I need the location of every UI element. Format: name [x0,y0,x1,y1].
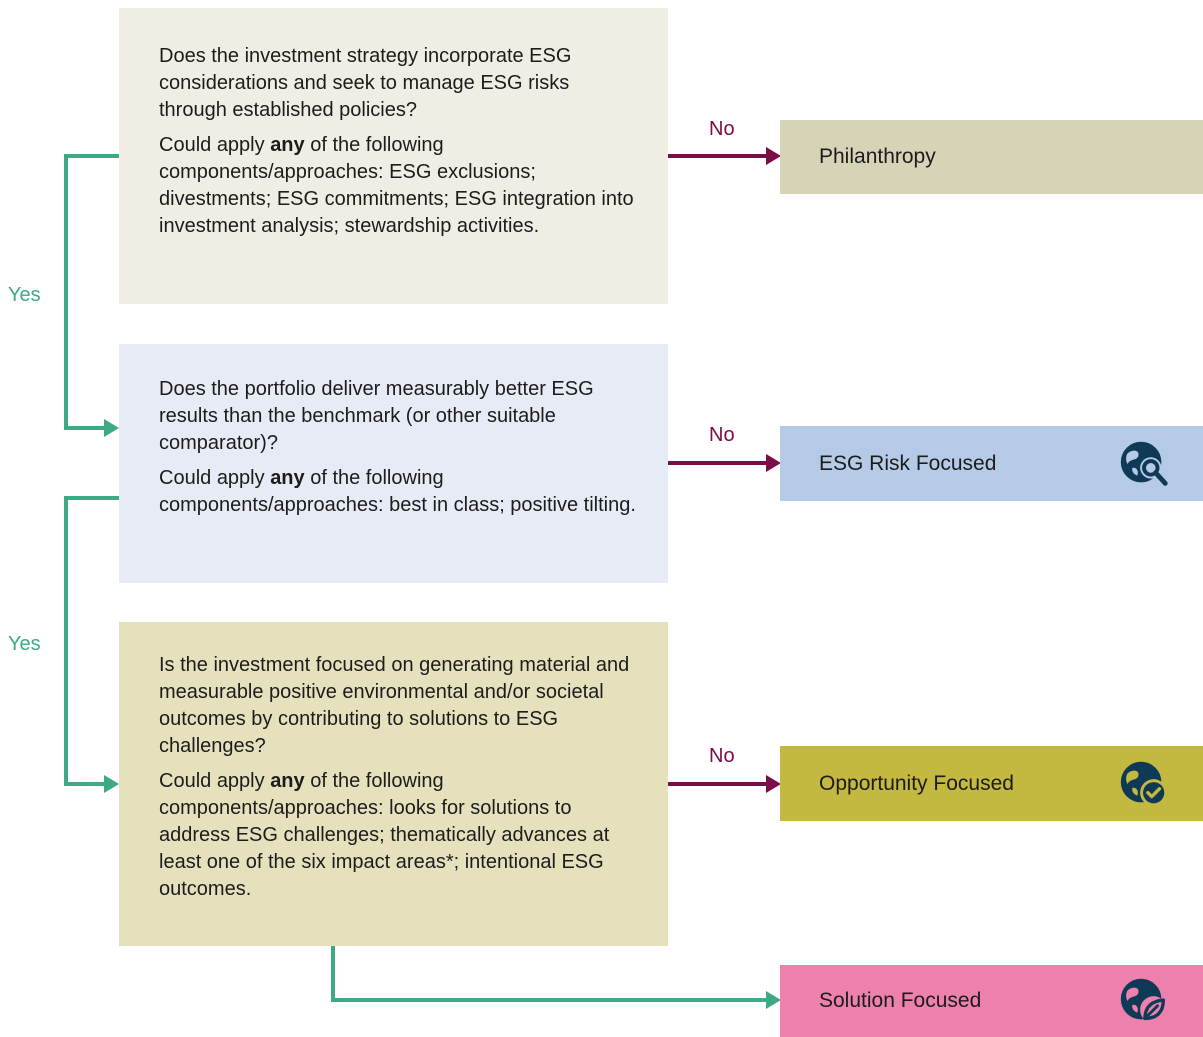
outcome-opportunity-focused: Opportunity Focused [780,746,1203,821]
yes-arrow-3 [331,946,768,1002]
yes-label-1: Yes [8,284,41,306]
globe-leaf-icon [1120,978,1168,1024]
yes-label-2: Yes [8,633,41,655]
question-text: Is the investment focused on generating … [159,654,630,757]
outcome-label: Philanthropy [819,145,936,168]
outcome-philanthropy: Philanthropy [780,120,1203,194]
approaches-text: Could apply any of the following compone… [159,467,636,516]
yes-arrow-2 [64,496,119,786]
outcome-solution-focused: Solution Focused [780,965,1203,1037]
no-label-1: No [709,118,735,140]
question-text: Does the portfolio deliver measurably be… [159,378,594,454]
outcome-label: Opportunity Focused [819,771,1014,795]
outcome-label: ESG Risk Focused [819,451,997,475]
no-label-3: No [709,745,735,767]
outcome-label: Solution Focused [819,989,982,1012]
question-box-1: Does the investment strategy incorporate… [119,8,668,304]
outcome-esg-risk-focused: ESG Risk Focused [780,426,1203,501]
question-box-2: Does the portfolio deliver measurably be… [119,344,668,583]
arrowheads [104,147,781,1009]
globe-check-icon [1120,761,1168,806]
yes-arrow-1 [64,154,119,430]
no-label-2: No [709,424,735,446]
approaches-text: Could apply any of the following compone… [159,770,610,900]
approaches-text: Could apply any of the following compone… [159,134,634,237]
question-box-3: Is the investment focused on generating … [119,622,668,946]
question-text: Does the investment strategy incorporate… [159,45,572,121]
globe-search-icon [1120,441,1168,486]
